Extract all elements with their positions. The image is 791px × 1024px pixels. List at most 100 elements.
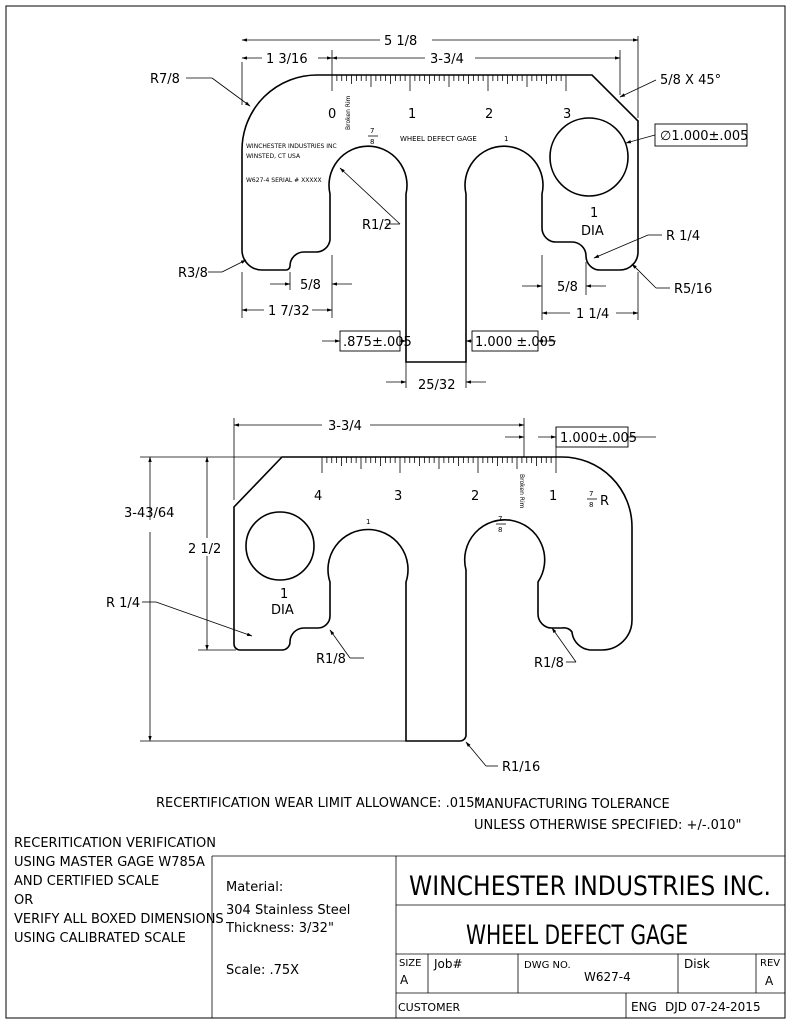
leader xyxy=(631,263,657,289)
dim-box-top: 1.000±.005 xyxy=(560,431,637,446)
box xyxy=(471,330,539,352)
dim-r-three-eighths: R3/8 xyxy=(178,266,208,281)
bottom-scale-num-4: 4 xyxy=(314,489,322,504)
bottom-gage-outline xyxy=(233,456,633,742)
top-scale-num-0: 0 xyxy=(328,107,336,122)
verification-notes: RECERITICATION VERIFICATION USING MASTER… xyxy=(14,836,224,946)
tb-thickness: Thickness: 3/32" xyxy=(225,921,334,936)
bottom-view: 4 3 2 1 Broken Rim 7 8 R 7 8 1 1 DIA 3-3… xyxy=(106,418,656,775)
dim-notch-radius: R 1/4 xyxy=(666,229,700,244)
bottom-slot-fraction-den: 8 xyxy=(498,526,502,534)
bottom-hole-label-dia: DIA xyxy=(271,603,294,618)
verify-line-2: USING MASTER GAGE W785A xyxy=(14,855,205,870)
dim-left-total: 1 7/32 xyxy=(268,304,310,319)
bottom-broken-rim-label: Broken Rim xyxy=(518,474,525,509)
dim-slot-width: 25/32 xyxy=(418,378,455,393)
note-mfg-tolerance-2: UNLESS OTHERWISE SPECIFIED: +/-.010" xyxy=(474,818,741,833)
tb-rev-value: A xyxy=(765,974,774,988)
tb-job-label: Job# xyxy=(433,957,463,971)
box xyxy=(339,330,401,352)
top-view: 0 1 2 3 Broken Rim 7 8 WHEEL DEFECT GAGE… xyxy=(150,34,748,393)
leader xyxy=(155,601,253,637)
top-hole-label-dia: DIA xyxy=(581,224,604,239)
tb-size-label: SIZE xyxy=(399,958,421,969)
dim-r-five-sixteenths: R5/16 xyxy=(674,282,712,297)
sheet-border xyxy=(5,5,786,1019)
bottom-slot-label-1: 1 xyxy=(366,518,370,526)
tb-company: WINCHESTER INDUSTRIES INC. xyxy=(409,871,771,902)
tb-scale: Scale: .75X xyxy=(226,963,299,978)
bottom-round-hole xyxy=(245,511,315,581)
dim-bottom-r-eighth-right: R1/8 xyxy=(534,656,564,671)
dim-notch-right: 5/8 xyxy=(557,280,578,295)
bottom-fraction-num: 7 xyxy=(589,490,593,498)
dim-bottom-r-eighth-left: R1/8 xyxy=(316,652,346,667)
note-wear-limit: RECERTIFICATION WEAR LIMIT ALLOWANCE: .0… xyxy=(156,796,481,811)
bottom-fraction-den: 8 xyxy=(589,501,593,509)
bottom-slot-fraction-num: 7 xyxy=(498,515,502,523)
leader xyxy=(211,77,251,107)
bottom-scale-num-3: 3 xyxy=(394,489,402,504)
tb-material-label: Material: xyxy=(226,880,283,895)
bottom-r-label: R xyxy=(600,494,609,509)
top-scale-ticks xyxy=(331,75,567,91)
tb-eng-value: DJD 07-24-2015 xyxy=(665,1000,761,1014)
tb-title: WHEEL DEFECT GAGE xyxy=(466,920,688,951)
dim-box-right: 1.000 ±.005 xyxy=(475,335,556,350)
title-block: Material: 304 Stainless Steel Thickness:… xyxy=(211,855,785,1018)
verify-line-3: AND CERTIFIED SCALE xyxy=(14,874,159,889)
bottom-scale-num-2: 2 xyxy=(471,489,479,504)
tb-eng-label: ENG xyxy=(631,1000,657,1014)
leader xyxy=(329,629,351,659)
top-fraction-den: 8 xyxy=(370,138,374,146)
bottom-scale-num-1: 1 xyxy=(549,489,557,504)
leader xyxy=(625,134,656,144)
dim-notch-left: 5/8 xyxy=(300,278,321,293)
bottom-hole-label-1: 1 xyxy=(280,587,288,602)
verify-line-5: VERIFY ALL BOXED DIMENSIONS xyxy=(14,912,224,927)
verify-line-1: RECERITICATION VERIFICATION xyxy=(14,836,216,851)
engraving-serial: W627-4 SERIAL # XXXXX xyxy=(246,177,322,184)
dim-height-total: 3-43/64 xyxy=(124,506,174,521)
top-scale-num-1: 1 xyxy=(408,107,416,122)
leader xyxy=(465,741,487,767)
top-gage-label-1: 1 xyxy=(504,135,508,143)
dim-height-inner: 2 1/2 xyxy=(188,542,221,557)
bottom-scale-ticks xyxy=(321,457,557,473)
top-hole-label-1: 1 xyxy=(590,206,598,221)
dim-slot-radius: R1/2 xyxy=(362,218,392,233)
dim-left-offset: 1 3/16 xyxy=(266,52,308,67)
top-gage-outline xyxy=(241,74,639,363)
engraving-company-line2: WINSTED, CT USA xyxy=(246,153,301,160)
tb-dwg-value: W627-4 xyxy=(584,970,631,984)
verify-line-6: USING CALIBRATED SCALE xyxy=(14,931,186,946)
top-scale-num-3: 3 xyxy=(563,107,571,122)
dim-box-left: .875±.005 xyxy=(343,335,412,350)
leader xyxy=(593,234,649,259)
dim-r-seven-eighths: R7/8 xyxy=(150,72,180,87)
tb-size-value: A xyxy=(400,973,409,987)
top-round-hole xyxy=(549,117,629,197)
dim-hole-diameter-box: ∅1.000±.005 xyxy=(660,129,748,144)
tb-disk-label: Disk xyxy=(684,957,710,971)
box xyxy=(654,123,748,147)
tb-customer-label: CUSTOMER xyxy=(398,1001,461,1014)
dim-bottom-r-sixteenth: R1/16 xyxy=(502,760,540,775)
tb-rev-label: REV xyxy=(760,958,780,969)
tb-material-value: 304 Stainless Steel xyxy=(226,903,350,918)
verify-line-4: OR xyxy=(14,893,33,908)
top-gage-label: WHEEL DEFECT GAGE xyxy=(400,135,477,143)
leader xyxy=(551,627,577,663)
dim-scale-span-top: 3-3/4 xyxy=(430,52,464,67)
note-mfg-tolerance-1: MANUFACTURING TOLERANCE xyxy=(474,797,670,812)
dim-overall-width: 5 1/8 xyxy=(384,34,417,49)
top-scale-num-2: 2 xyxy=(485,107,493,122)
dim-chamfer: 5/8 X 45° xyxy=(660,73,721,88)
engraving-company-line1: WINCHESTER INDUSTRIES INC xyxy=(246,143,337,150)
leader xyxy=(339,167,401,225)
tb-dwg-label: DWG NO. xyxy=(524,960,571,971)
dim-scale-span-bottom: 3-3/4 xyxy=(328,419,362,434)
dim-bottom-r-quarter: R 1/4 xyxy=(106,596,140,611)
dim-right-total: 1 1/4 xyxy=(576,307,609,322)
